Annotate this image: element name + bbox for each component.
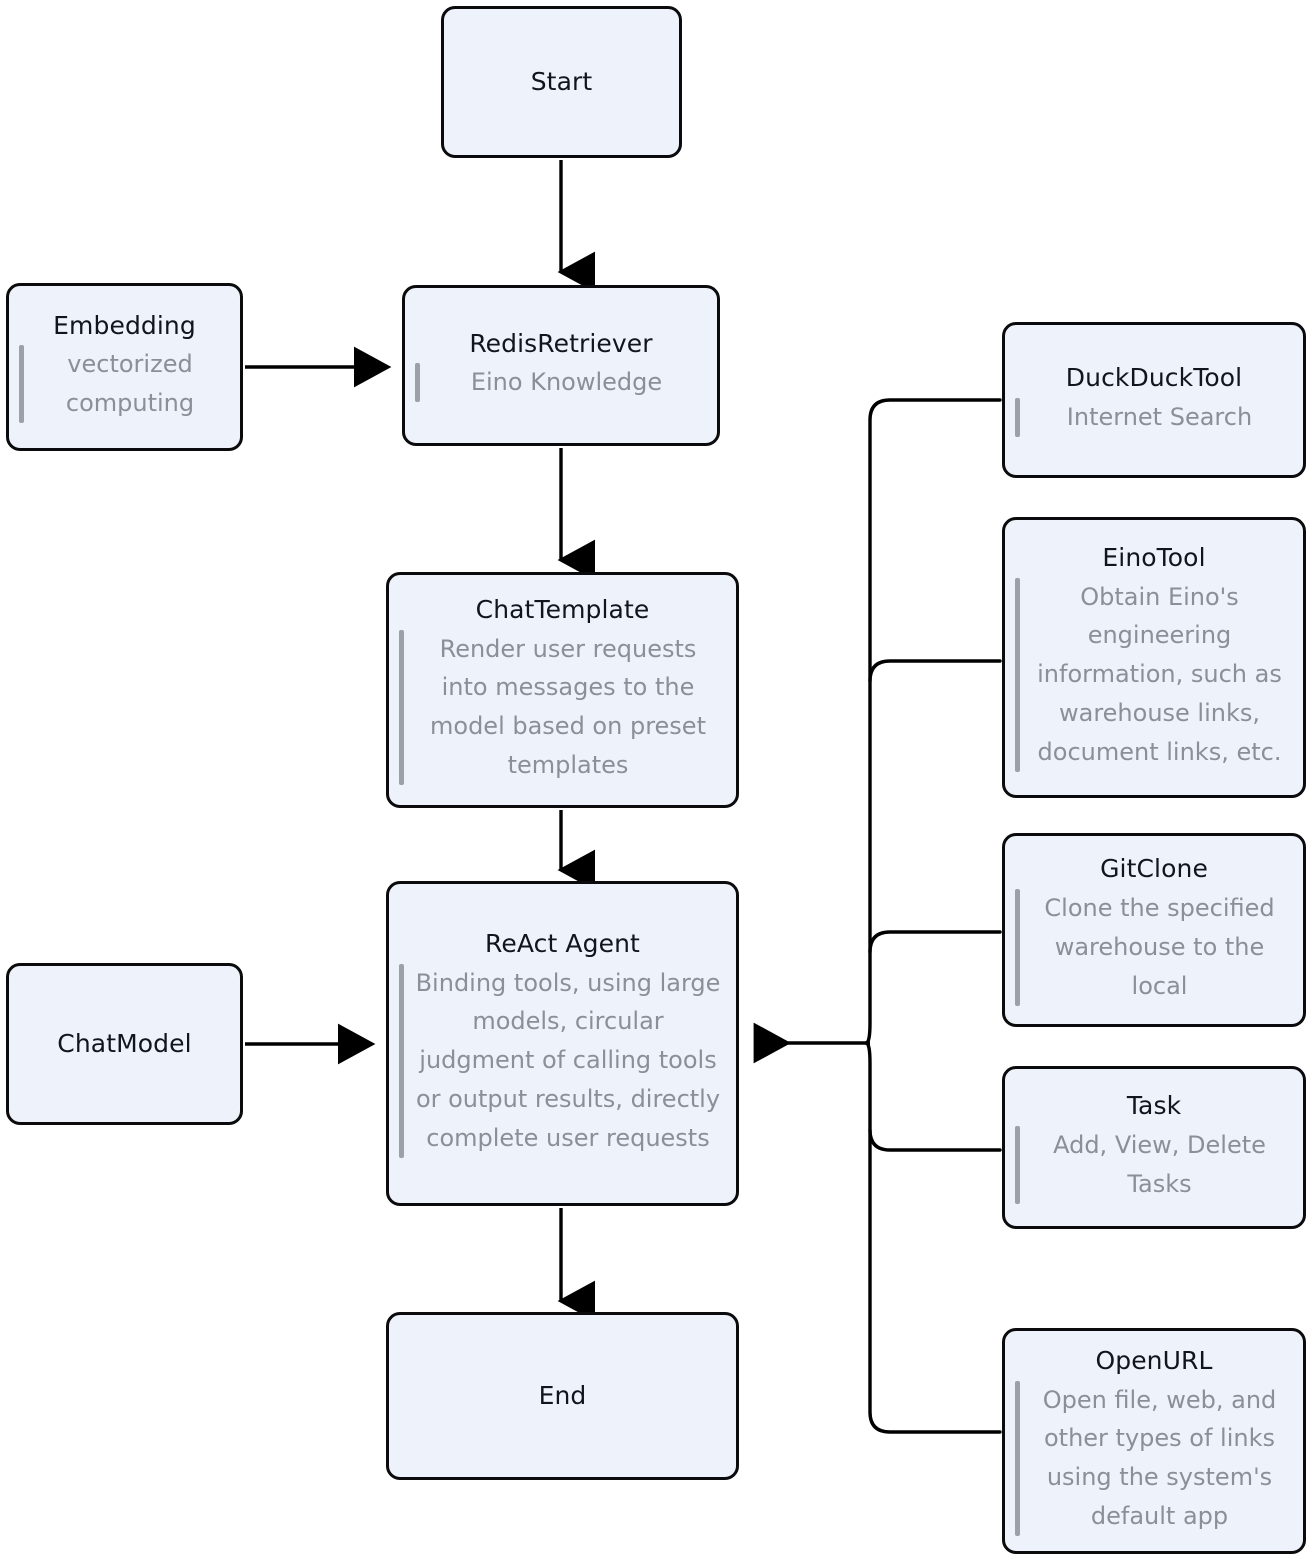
- node-end-title: End: [538, 1380, 587, 1410]
- node-chattemplate-desc-wrap: Render user requests into messages to th…: [389, 629, 736, 785]
- node-embedding-desc: vectorized computing: [65, 350, 195, 418]
- accent-bar-icon: [1015, 888, 1020, 1006]
- node-react-agent[interactable]: ReAct Agent Binding tools, using large m…: [386, 881, 739, 1206]
- accent-bar-icon: [415, 363, 420, 403]
- node-end[interactable]: End: [386, 1312, 739, 1480]
- node-chatmodel-title: ChatModel: [57, 1028, 192, 1058]
- accent-bar-icon: [1015, 1125, 1020, 1204]
- node-task-desc-wrap: Add, View, Delete Tasks: [1005, 1125, 1303, 1204]
- node-redisretriever[interactable]: RedisRetriever Eino Knowledge: [402, 285, 720, 446]
- node-embedding-desc-wrap: vectorized computing: [9, 345, 240, 424]
- node-react-agent-desc: Binding tools, using large models, circu…: [415, 968, 721, 1153]
- edge-openurl-to-trunk: [864, 1041, 1002, 1434]
- node-duckducktool-title: DuckDuckTool: [1065, 363, 1243, 393]
- node-openurl-desc-wrap: Open file, web, and other types of links…: [1005, 1380, 1303, 1536]
- accent-bar-icon: [1015, 397, 1020, 437]
- edge-einotool-to-trunk: [868, 659, 1002, 683]
- node-start-title: Start: [530, 66, 593, 96]
- node-embedding-title: Embedding: [53, 310, 196, 340]
- edge-duckduck-to-trunk: [864, 398, 1002, 1045]
- node-chatmodel[interactable]: ChatModel: [6, 963, 243, 1125]
- node-einotool-desc: Obtain Eino's engineering information, s…: [1037, 582, 1282, 767]
- node-task[interactable]: Task Add, View, Delete Tasks: [1002, 1066, 1306, 1229]
- node-gitclone-desc: Clone the specified warehouse to the loc…: [1044, 893, 1275, 1000]
- node-duckducktool[interactable]: DuckDuckTool Internet Search: [1002, 322, 1306, 478]
- node-gitclone-desc-wrap: Clone the specified warehouse to the loc…: [1005, 888, 1303, 1006]
- accent-bar-icon: [1015, 577, 1020, 772]
- edge-gitclone-to-trunk: [868, 930, 1002, 954]
- node-redisretriever-title: RedisRetriever: [469, 328, 653, 358]
- node-einotool[interactable]: EinoTool Obtain Eino's engineering infor…: [1002, 517, 1306, 798]
- node-react-agent-desc-wrap: Binding tools, using large models, circu…: [389, 963, 736, 1158]
- node-einotool-title: EinoTool: [1102, 543, 1206, 573]
- node-task-title: Task: [1126, 1091, 1182, 1121]
- node-openurl-desc: Open file, web, and other types of links…: [1042, 1385, 1277, 1531]
- node-start[interactable]: Start: [441, 6, 682, 158]
- node-gitclone[interactable]: GitClone Clone the specified warehouse t…: [1002, 833, 1306, 1027]
- node-react-agent-title: ReAct Agent: [485, 929, 640, 959]
- node-einotool-desc-wrap: Obtain Eino's engineering information, s…: [1005, 577, 1303, 772]
- node-chattemplate[interactable]: ChatTemplate Render user requests into m…: [386, 572, 739, 808]
- node-redisretriever-desc-wrap: Eino Knowledge: [405, 363, 717, 403]
- node-chattemplate-title: ChatTemplate: [475, 595, 650, 624]
- node-gitclone-title: GitClone: [1100, 854, 1208, 884]
- node-chattemplate-desc: Render user requests into messages to th…: [430, 634, 706, 780]
- accent-bar-icon: [399, 963, 404, 1158]
- accent-bar-icon: [19, 345, 24, 424]
- node-task-desc: Add, View, Delete Tasks: [1053, 1130, 1266, 1198]
- edge-task-to-trunk: [868, 1128, 1002, 1152]
- node-openurl-title: OpenURL: [1095, 1346, 1213, 1375]
- accent-bar-icon: [1015, 1380, 1020, 1536]
- node-redisretriever-desc: Eino Knowledge: [470, 368, 663, 397]
- node-embedding[interactable]: Embedding vectorized computing: [6, 283, 243, 451]
- node-duckducktool-desc: Internet Search: [1066, 402, 1253, 431]
- node-openurl[interactable]: OpenURL Open file, web, and other types …: [1002, 1328, 1306, 1554]
- accent-bar-icon: [399, 629, 404, 785]
- node-duckducktool-desc-wrap: Internet Search: [1005, 397, 1303, 437]
